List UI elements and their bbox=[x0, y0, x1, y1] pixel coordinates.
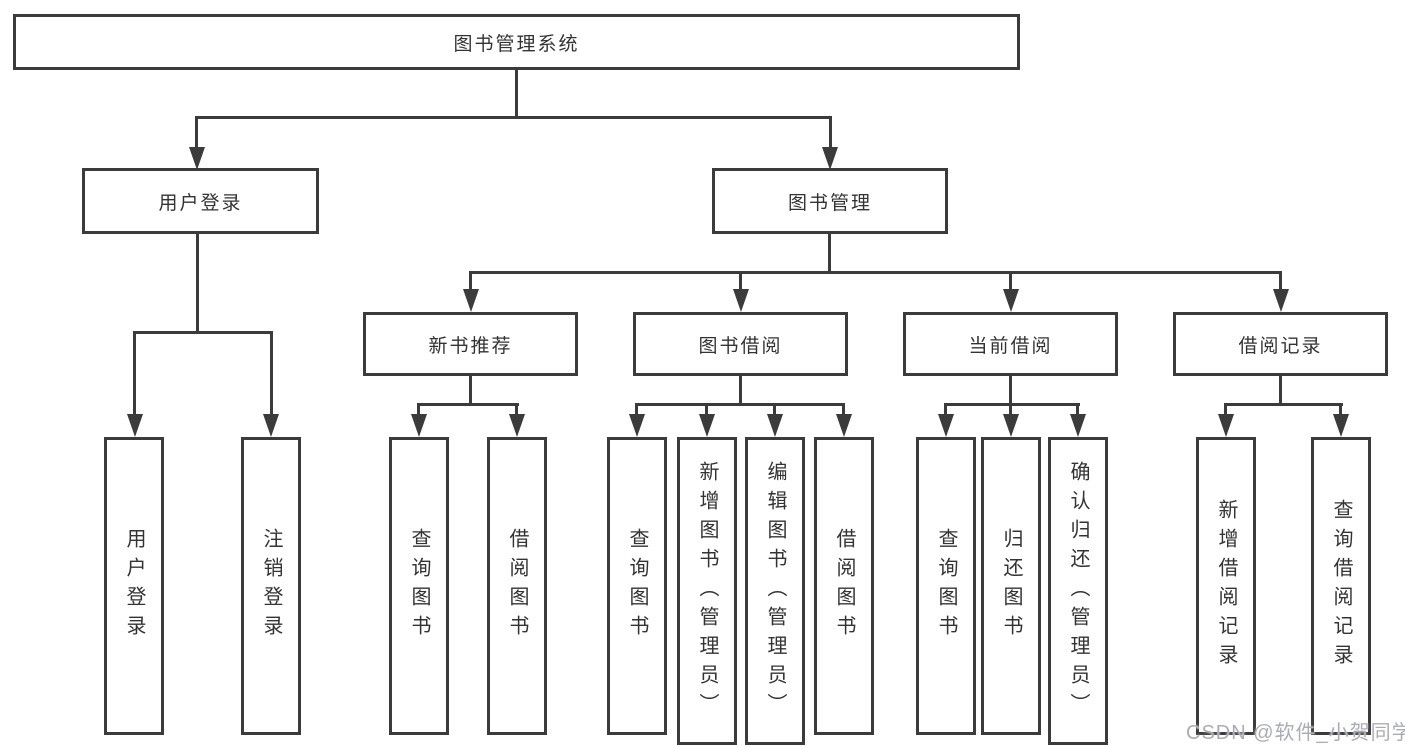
leaf-borrow-books: 借阅图书 bbox=[814, 437, 874, 735]
node-current-borrowing: 当前借阅 bbox=[903, 312, 1118, 376]
arrow-down-icon bbox=[1218, 414, 1234, 437]
arrow-down-icon bbox=[1070, 414, 1086, 437]
connector-line bbox=[195, 116, 832, 119]
leaf-confirm-return-admin: 确认归还（管理员） bbox=[1048, 437, 1108, 745]
arrow-down-icon bbox=[733, 289, 749, 312]
node-new-book-recommend: 新书推荐 bbox=[363, 312, 578, 376]
leaf-query-borrow-record: 查询借阅记录 bbox=[1311, 437, 1371, 735]
connector-line bbox=[635, 403, 638, 416]
arrow-down-icon bbox=[509, 414, 525, 437]
leaf-return-books: 归还图书 bbox=[981, 437, 1041, 735]
leaf-borrow-books-recommend: 借阅图书 bbox=[487, 437, 547, 735]
arrow-down-icon bbox=[1003, 289, 1019, 312]
connector-line bbox=[1009, 271, 1012, 291]
connector-line bbox=[635, 403, 845, 406]
connector-line bbox=[417, 403, 420, 416]
connector-line bbox=[842, 403, 845, 416]
arrow-down-icon bbox=[263, 414, 279, 437]
connector-line bbox=[270, 331, 273, 414]
connector-line bbox=[469, 271, 1282, 274]
node-borrowing-records: 借阅记录 bbox=[1173, 312, 1388, 376]
leaf-user-login: 用户登录 bbox=[104, 437, 164, 735]
connector-line bbox=[469, 271, 472, 291]
leaf-query-books-current: 查询图书 bbox=[916, 437, 976, 735]
arrow-down-icon bbox=[938, 414, 954, 437]
connector-line bbox=[1009, 403, 1012, 416]
connector-line bbox=[1279, 271, 1282, 291]
connector-line bbox=[417, 403, 519, 406]
node-book-borrowing: 图书借阅 bbox=[633, 312, 848, 376]
leaf-edit-books-admin: 编辑图书（管理员） bbox=[745, 437, 805, 745]
arrow-down-icon bbox=[699, 414, 715, 437]
arrow-down-icon bbox=[1333, 414, 1349, 437]
connector-line bbox=[515, 70, 518, 119]
connector-line bbox=[829, 116, 832, 148]
connector-line bbox=[1279, 376, 1282, 406]
connector-line bbox=[1076, 403, 1079, 416]
connector-line bbox=[739, 376, 742, 406]
arrow-down-icon bbox=[189, 147, 205, 170]
connector-line bbox=[739, 271, 742, 291]
node-library-management-system: 图书管理系统 bbox=[13, 14, 1020, 70]
connector-line bbox=[773, 403, 776, 416]
node-book-management: 图书管理 bbox=[712, 168, 948, 234]
connector-line bbox=[133, 331, 136, 414]
arrow-down-icon bbox=[836, 414, 852, 437]
leaf-query-books-borrowing: 查询图书 bbox=[607, 437, 667, 735]
connector-line bbox=[133, 331, 273, 334]
arrow-down-icon bbox=[767, 414, 783, 437]
arrow-down-icon bbox=[629, 414, 645, 437]
node-user-login: 用户登录 bbox=[82, 168, 319, 234]
leaf-add-books-admin: 新增图书（管理员） bbox=[677, 437, 737, 745]
connector-line bbox=[944, 403, 1080, 406]
connector-line bbox=[944, 403, 947, 416]
arrow-down-icon bbox=[127, 414, 143, 437]
watermark: CSDN @软件_小贺同学 bbox=[1186, 722, 1405, 744]
connector-line bbox=[195, 116, 198, 148]
connector-line bbox=[1224, 403, 1227, 416]
leaf-add-borrow-record: 新增借阅记录 bbox=[1196, 437, 1256, 735]
leaf-query-books-recommend: 查询图书 bbox=[389, 437, 449, 735]
connector-line bbox=[828, 234, 831, 274]
arrow-down-icon bbox=[1003, 414, 1019, 437]
arrow-down-icon bbox=[463, 289, 479, 312]
connector-line bbox=[705, 403, 708, 416]
connector-line bbox=[1339, 403, 1342, 416]
arrow-down-icon bbox=[1273, 289, 1289, 312]
connector-line bbox=[469, 376, 472, 406]
arrow-down-icon bbox=[411, 414, 427, 437]
connector-line bbox=[1009, 376, 1012, 406]
arrow-down-icon bbox=[822, 147, 838, 170]
connector-line bbox=[1224, 403, 1343, 406]
leaf-logout: 注销登录 bbox=[241, 437, 301, 735]
connector-line bbox=[196, 234, 199, 334]
connector-line bbox=[515, 403, 518, 416]
